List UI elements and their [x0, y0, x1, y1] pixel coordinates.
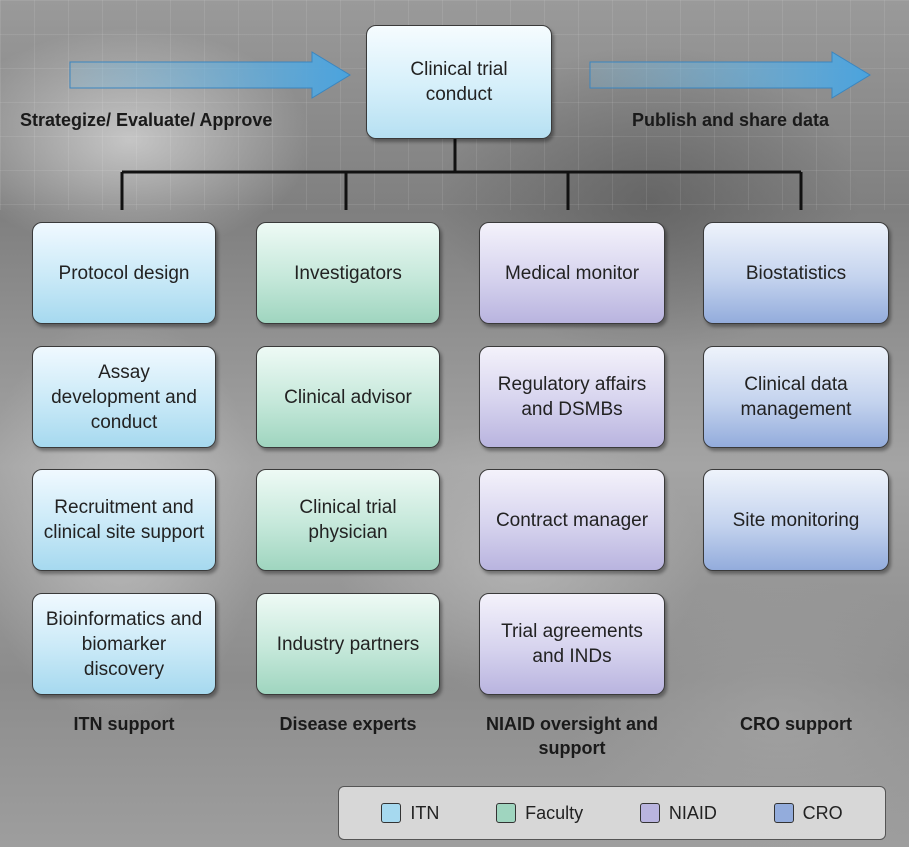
box-trial-agreements: Trial agreements and INDs — [479, 593, 665, 695]
caption-cro-support: CRO support — [740, 714, 852, 734]
box-biostatistics: Biostatistics — [703, 222, 889, 324]
caption-itn-support: ITN support — [73, 714, 175, 734]
box-clinical-advisor: Clinical advisor — [256, 346, 440, 448]
box-site-monitoring: Site monitoring — [703, 469, 889, 571]
legend-item-niaid: NIAID — [639, 802, 717, 824]
legend-item-itn: ITN — [381, 803, 439, 824]
clinical-trial-conduct-box: Clinical trial conduct — [366, 25, 552, 139]
publish-label: Publish and share data — [632, 110, 830, 130]
org-connector-lines — [120, 138, 803, 210]
legend-label-faculty: Faculty — [525, 802, 584, 823]
legend-item-faculty: Faculty — [496, 803, 583, 824]
right-flow-arrow — [589, 51, 871, 99]
box-clinical-trial-physician: Clinical trial physician — [256, 469, 440, 571]
legend-swatch-itn — [381, 803, 402, 823]
box-clinical-data-management: Clinical data management — [703, 346, 889, 448]
box-bioinformatics: Bioinformatics and biomarker discovery — [32, 593, 216, 695]
box-investigators: Investigators — [256, 222, 440, 324]
box-regulatory-affairs: Regulatory affairs and DSMBs — [479, 346, 665, 448]
legend-swatch-cro — [773, 803, 794, 823]
box-contract-manager: Contract manager — [479, 469, 665, 571]
box-industry-partners: Industry partners — [256, 593, 440, 695]
legend: ITN Faculty NIAID CRO — [338, 786, 886, 840]
box-medical-monitor: Medical monitor — [479, 222, 665, 324]
legend-swatch-niaid — [639, 803, 660, 823]
caption-niaid-oversight: NIAID oversight and support — [485, 714, 659, 758]
left-flow-arrow — [69, 51, 351, 99]
box-assay-development: Assay development and conduct — [32, 346, 216, 448]
box-protocol-design: Protocol design — [32, 222, 216, 324]
strategize-label: Strategize/ Evaluate/ Approve — [20, 110, 273, 130]
legend-label-cro: CRO — [802, 802, 843, 823]
box-recruitment: Recruitment and clinical site support — [32, 469, 216, 571]
caption-disease-experts: Disease experts — [279, 714, 417, 734]
legend-label-niaid: NIAID — [668, 802, 717, 823]
legend-label-itn: ITN — [410, 802, 440, 823]
legend-item-cro: CRO — [773, 802, 843, 824]
legend-swatch-faculty — [496, 803, 517, 823]
